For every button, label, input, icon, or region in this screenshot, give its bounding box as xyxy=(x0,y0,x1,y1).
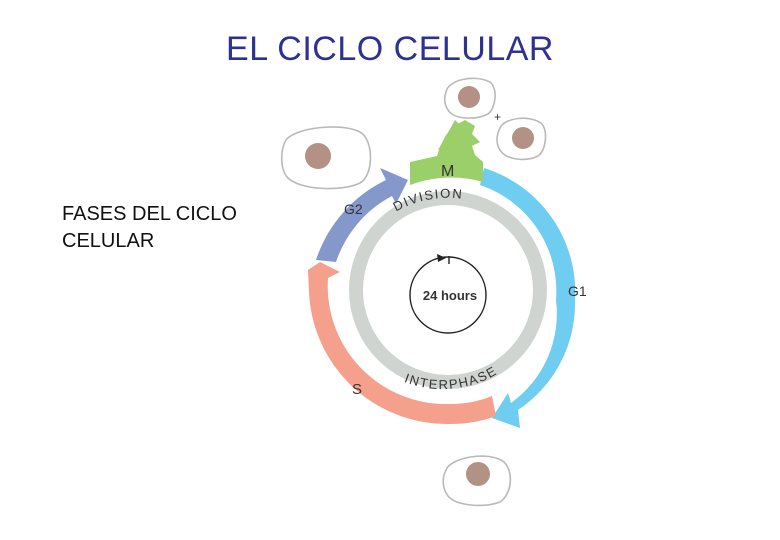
cell-daughter-top xyxy=(443,77,496,119)
cell-g1 xyxy=(442,455,512,507)
interphase-label: INTERPHASE xyxy=(403,363,500,392)
cell-nucleus xyxy=(458,86,480,108)
cell-g2 xyxy=(280,126,372,190)
phase-band-s xyxy=(308,262,496,425)
cell-nucleus xyxy=(466,462,490,486)
inner-ring xyxy=(349,191,547,389)
subtitle-line: CELULAR xyxy=(62,230,155,252)
plus-sign: + xyxy=(494,110,501,124)
center-label: 24 hours xyxy=(423,288,477,303)
phase-label-g2: G2 xyxy=(344,201,363,217)
phase-label-s: S xyxy=(352,381,362,398)
phase-band-g1 xyxy=(480,168,576,428)
phase-label-m: M xyxy=(441,163,454,180)
cell-nucleus xyxy=(512,127,534,149)
cell-daughter-right xyxy=(496,117,547,161)
clock-circle xyxy=(409,256,487,334)
slide-subtitle: FASES DEL CICLO CELULAR xyxy=(62,201,312,255)
phase-band-g2 xyxy=(316,168,408,262)
division-arrow-icon xyxy=(438,120,476,160)
clock-arrow-icon xyxy=(437,254,446,262)
subtitle-line: FASES DEL CICLO xyxy=(62,203,237,225)
cell-nucleus xyxy=(305,143,331,169)
phase-label-g1: G1 xyxy=(568,283,587,299)
slide-title: EL CICLO CELULAR xyxy=(226,30,554,68)
